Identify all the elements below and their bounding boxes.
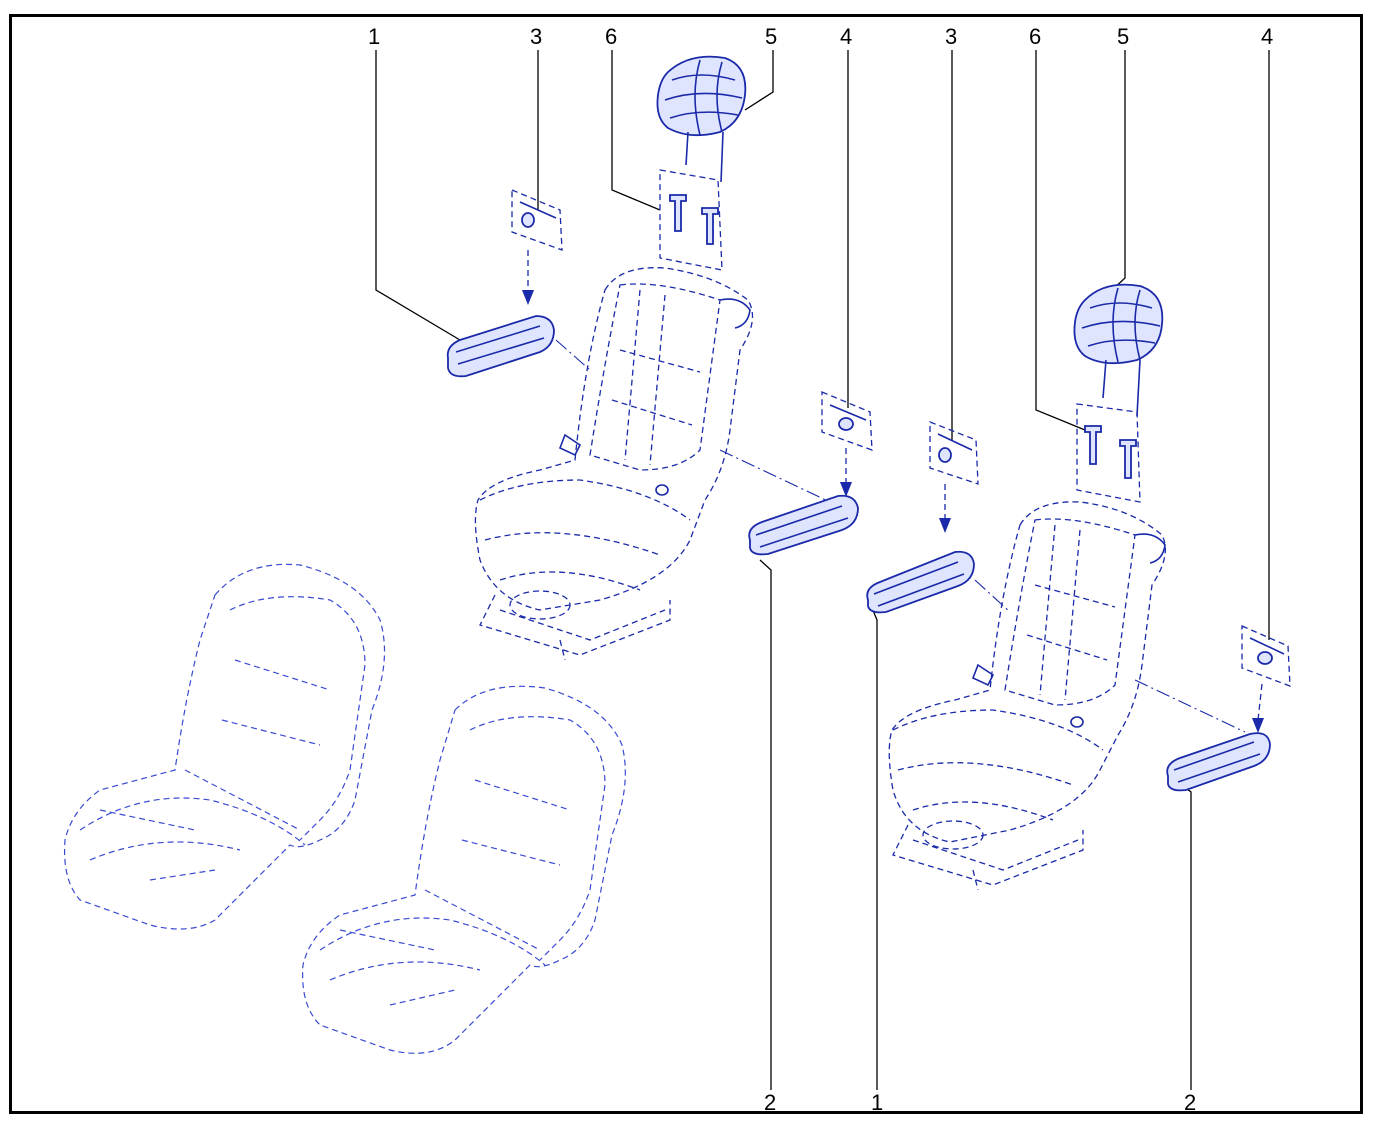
callout-4-right-cap: 4 [1261, 24, 1273, 49]
callout-3-right-cap: 3 [945, 24, 957, 49]
diagram-frame [9, 14, 1363, 1114]
callout-6-right-guides: 6 [1029, 24, 1041, 49]
headrest-left [656, 55, 747, 183]
callout-5-right-headrest: 5 [1117, 24, 1129, 49]
leader-lines [375, 50, 1270, 1090]
headrest-right [1073, 283, 1164, 417]
armrest-1-right [866, 550, 1011, 614]
seat-cover-phantom-right [302, 685, 626, 1054]
armrest-2-right [1166, 732, 1271, 792]
seat-assembly-right [888, 501, 1246, 891]
cap-4-left [821, 391, 873, 497]
callout-5-left-headrest: 5 [765, 24, 777, 49]
armrest-2-left [748, 494, 859, 556]
callout-4-left-cap: 4 [840, 24, 852, 49]
callout-2-right-armrest: 2 [1184, 1090, 1196, 1115]
cap-3-right [929, 421, 979, 533]
cap-4-right [1241, 625, 1291, 733]
callout-1-right-armrest: 1 [871, 1090, 883, 1115]
callout-3-left-cap: 3 [530, 24, 542, 49]
armrest-1-left [446, 315, 591, 378]
callout-1-left-armrest: 1 [368, 24, 380, 49]
headrest-guides-right [1076, 403, 1141, 503]
callout-2-left-armrest: 2 [764, 1090, 776, 1115]
callout-6-left-guides: 6 [605, 24, 617, 49]
cap-3-left [511, 189, 563, 305]
seat-cover-phantom-left [63, 563, 386, 930]
headrest-guides-left [659, 169, 723, 271]
seat-assembly-left [474, 267, 831, 661]
